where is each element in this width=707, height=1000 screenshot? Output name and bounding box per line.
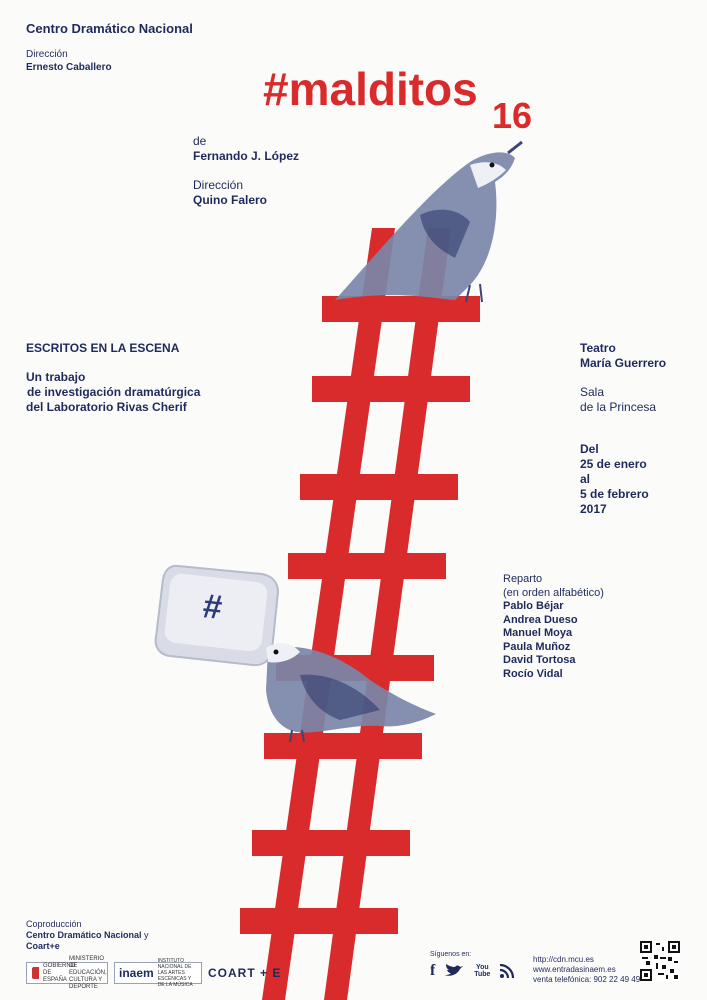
date-line-5: 2017 — [580, 502, 607, 516]
room-line-2: de la Princesa — [580, 400, 657, 414]
coproducer-2: Coart+e — [26, 941, 60, 951]
cast-member: Manuel Moya — [503, 627, 573, 639]
author-label: de — [193, 134, 207, 148]
gobierno-label: GOBIERNO DE ESPAÑA — [43, 962, 76, 983]
ministerio-label: MINISTERIO DE EDUCACIÓN, CULTURA Y DEPOR… — [69, 955, 107, 990]
inaem-logo: inaem INSTITUTO NACIONAL DE LAS ARTES ES… — [114, 958, 202, 988]
date-line-3: al — [580, 472, 591, 486]
web-link-tickets[interactable]: www.entradasinaem.es — [533, 965, 616, 974]
cast-member: Andrea Dueso — [503, 613, 578, 626]
credits-block: de Fernando J. López Dirección Quino Fal… — [193, 134, 299, 208]
date-line-1: Del — [580, 442, 599, 456]
keycap-symbol: # — [201, 587, 224, 627]
date-line-2: 25 de enero — [580, 457, 647, 471]
bird-bottom-illustration — [266, 643, 436, 743]
follow-label: Síguenos en: — [430, 951, 472, 958]
company-name: Centro Dramático Nacional — [26, 21, 193, 36]
rss-icon[interactable] — [500, 964, 515, 978]
twitter-icon[interactable] — [444, 964, 464, 978]
play-title: #malditos — [263, 63, 478, 115]
stage-director-name: Quino Falero — [193, 193, 268, 207]
coproduction-block: Coproducción Centro Dramático Nacional y… — [26, 919, 149, 952]
cast-member: Rocío Vidal — [503, 667, 563, 680]
cast-member: Pablo Béjar — [503, 600, 564, 612]
cast-member: David Tortosa — [503, 654, 576, 666]
program-line-1: Un trabajo — [26, 370, 86, 384]
qr-code[interactable] — [640, 941, 680, 981]
author-name: Fernando J. López — [193, 149, 300, 163]
cast-label: Reparto — [503, 573, 543, 585]
date-line-4: 5 de febrero — [580, 487, 649, 501]
cast-member: Paula Muñoz — [503, 640, 571, 653]
play-title-number: 16 — [492, 95, 533, 136]
institution-logos: GOBIERNO DE ESPAÑA MINISTERIO DE EDUCACI… — [26, 956, 282, 990]
coproducer-and: y — [144, 930, 149, 940]
cast-block: Reparto (en orden alfabético) Pablo Béja… — [503, 573, 604, 681]
contact-block: http://cdn.mcu.es www.entradasinaem.es v… — [533, 955, 640, 985]
cast-order-note: (en orden alfabético) — [503, 586, 604, 599]
coproduction-label: Coproducción — [26, 919, 82, 929]
inaem-wordmark: inaem — [119, 965, 154, 980]
coproducer-1: Centro Dramático Nacional — [26, 930, 142, 940]
program-line-2: de investigación dramatúrgica — [27, 385, 201, 399]
theatre-line-1: Teatro — [580, 341, 616, 355]
program-block: ESCRITOS EN LA ESCENA Un trabajo de inve… — [26, 341, 200, 415]
artistic-director: Ernesto Caballero — [26, 62, 112, 73]
phone-line: venta telefónica: 902 22 49 49 — [533, 975, 641, 984]
facebook-icon[interactable]: f — [430, 962, 436, 979]
inaem-subtitle: INSTITUTO NACIONAL DE LAS ARTES ESCÉNICA… — [157, 958, 193, 988]
theatre-line-2: María Guerrero — [580, 356, 667, 370]
room-line-1: Sala — [580, 385, 605, 399]
social-links: f You Tube — [430, 962, 515, 980]
dates-block: Del 25 de enero al 5 de febrero 2017 — [580, 442, 649, 517]
gobierno-logo: GOBIERNO DE ESPAÑA MINISTERIO DE EDUCACI… — [26, 956, 108, 990]
program-line-3: del Laboratorio Rivas Cherif — [26, 400, 187, 414]
venue-block: Teatro María Guerrero Sala de la Princes… — [580, 341, 666, 415]
program-series: ESCRITOS EN LA ESCENA — [26, 341, 180, 355]
bird-top-illustration — [335, 140, 523, 303]
stage-direction-label: Dirección — [193, 178, 244, 192]
hashtag-ladder — [240, 228, 480, 1000]
web-link-cdn[interactable]: http://cdn.mcu.es — [533, 955, 594, 964]
youtube-icon[interactable]: You Tube — [474, 964, 491, 978]
coart-logo: COART + E — [208, 966, 282, 980]
coat-of-arms-icon — [32, 967, 39, 979]
direction-label: Dirección — [26, 49, 68, 60]
header-block: Centro Dramático Nacional Dirección Erne… — [26, 21, 193, 74]
